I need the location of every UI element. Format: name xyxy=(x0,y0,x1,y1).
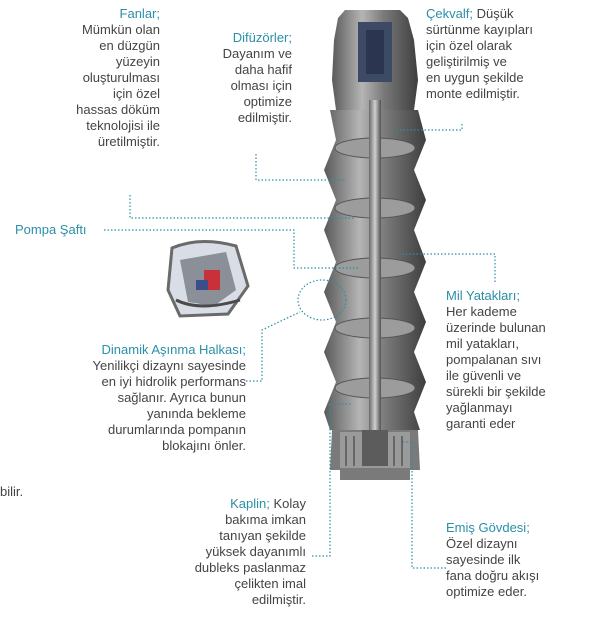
label-kaplin-line: tanıyan şekilde xyxy=(219,528,306,543)
leader-pompa-safti xyxy=(104,229,360,269)
label-cekvalf-line: Düşük xyxy=(476,6,514,21)
wear-ring-detail-image xyxy=(166,239,250,318)
leader-fanlar xyxy=(129,195,354,219)
label-dinamik: Dinamik Aşınma Halkası; Yenilikçi dizayn… xyxy=(46,342,246,454)
leader-dinamik-circle xyxy=(297,279,347,321)
label-kaplin-title: Kaplin; xyxy=(230,496,270,511)
text-fragment: bilir. xyxy=(0,484,24,499)
label-cekvalf-line: monte edilmiştir. xyxy=(426,86,520,101)
label-dinamik-line: yanında bekleme xyxy=(146,406,246,421)
label-fanlar-line: hassas döküm xyxy=(76,102,160,117)
label-difuzorler-line: Dayanım ve xyxy=(222,46,292,61)
label-pompa-safti: Pompa Şaftı xyxy=(15,222,87,237)
label-fanlar-line: Mümkün olan xyxy=(81,22,160,37)
label-mil-yataklari-line: üzerinde bulunan xyxy=(446,320,546,335)
label-mil-yataklari-line: sürekli bir şekilde xyxy=(446,384,546,399)
label-cekvalf-title: Çekvalf; xyxy=(426,6,473,21)
label-mil-yataklari-line: garanti eder xyxy=(446,416,516,431)
label-dinamik-line: blokajını önler. xyxy=(162,438,246,453)
label-kaplin-line: bakıma imkan xyxy=(225,512,306,527)
label-emis-line: Özel dizaynı xyxy=(446,536,518,551)
label-cekvalf-line: en uygun şekilde xyxy=(426,70,524,85)
label-cekvalf-line: sürtünme kayıpları xyxy=(426,22,533,37)
label-emis: Emiş Gövdesi; Özel dizaynı sayesinde ilk… xyxy=(446,520,586,600)
label-fanlar-line: teknolojisi ile xyxy=(86,118,160,133)
label-kaplin-line: Kolay xyxy=(273,496,306,511)
label-kaplin: Kaplin; Kolay bakıma imkan tanıyan şekil… xyxy=(150,496,306,608)
label-difuzorler-line: edilmiştir. xyxy=(237,110,292,125)
label-kaplin-line: dubleks paslanmaz xyxy=(194,560,306,575)
label-cekvalf: Çekvalf; Düşük sürtünme kayıpları için ö… xyxy=(426,6,586,102)
label-fanlar-line: yüzeyin xyxy=(115,54,160,69)
label-dinamik-line: sağlanır. Ayrıca bunun xyxy=(117,390,246,405)
label-difuzorler-line: optimize xyxy=(243,94,292,109)
label-fanlar-line: en düzgün xyxy=(99,38,160,53)
label-kaplin-line: yüksek dayanımlı xyxy=(205,544,306,559)
label-fanlar-title: Fanlar; xyxy=(119,6,160,21)
label-dinamik-line: Yenilikçi dizaynı sayesinde xyxy=(92,358,246,373)
leader-lines xyxy=(104,124,496,569)
label-emis-title: Emiş Gövdesi; xyxy=(446,520,530,535)
label-emis-line: optimize eder. xyxy=(446,584,527,599)
label-cekvalf-line: geliştirilmiş ve xyxy=(426,54,507,69)
label-emis-line: fana doğru akışı xyxy=(446,568,540,583)
label-dinamik-title: Dinamik Aşınma Halkası; xyxy=(101,342,247,357)
label-kaplin-line: edilmiştir. xyxy=(251,592,306,607)
label-cekvalf-line: için özel olarak xyxy=(426,38,512,53)
label-fanlar-line: için özel xyxy=(113,86,160,101)
leader-dinamik xyxy=(246,311,301,382)
label-fanlar-line: üretilmiştir. xyxy=(97,134,160,149)
label-difuzorler: Difüzörler; Dayanım ve daha hafif olması… xyxy=(180,30,292,126)
label-mil-yataklari-line: pompalanan sıvı xyxy=(446,352,542,367)
label-mil-yataklari-line: Her kademe xyxy=(446,304,517,319)
leader-emis xyxy=(402,441,446,569)
label-dinamik-line: en iyi hidrolik performans xyxy=(101,374,246,389)
label-dinamik-line: durumlarında pompanın xyxy=(107,422,246,437)
label-difuzorler-title: Difüzörler; xyxy=(232,30,292,45)
label-kaplin-line: çelikten imal xyxy=(234,576,306,591)
label-fanlar-line: oluşturulması xyxy=(82,70,160,85)
pump-illustration xyxy=(324,10,426,480)
label-mil-yataklari-title: Mil Yatakları; xyxy=(446,288,520,303)
label-mil-yataklari-line: yağlanmayı xyxy=(446,400,513,415)
label-difuzorler-line: daha hafif xyxy=(234,62,292,77)
leader-difuzorler xyxy=(255,154,346,181)
label-mil-yataklari: Mil Yatakları; Her kademe üzerinde bulun… xyxy=(446,288,592,432)
label-fanlar: Fanlar; Mümkün olan en düzgün yüzeyin ol… xyxy=(20,6,160,150)
label-mil-yataklari-line: mil yatakları, xyxy=(446,336,519,351)
label-difuzorler-line: olması için xyxy=(230,78,292,93)
leader-mil-yataklari xyxy=(400,253,496,282)
label-mil-yataklari-line: ile güvenli ve xyxy=(446,368,522,383)
label-emis-line: sayesinde ilk xyxy=(446,552,521,567)
